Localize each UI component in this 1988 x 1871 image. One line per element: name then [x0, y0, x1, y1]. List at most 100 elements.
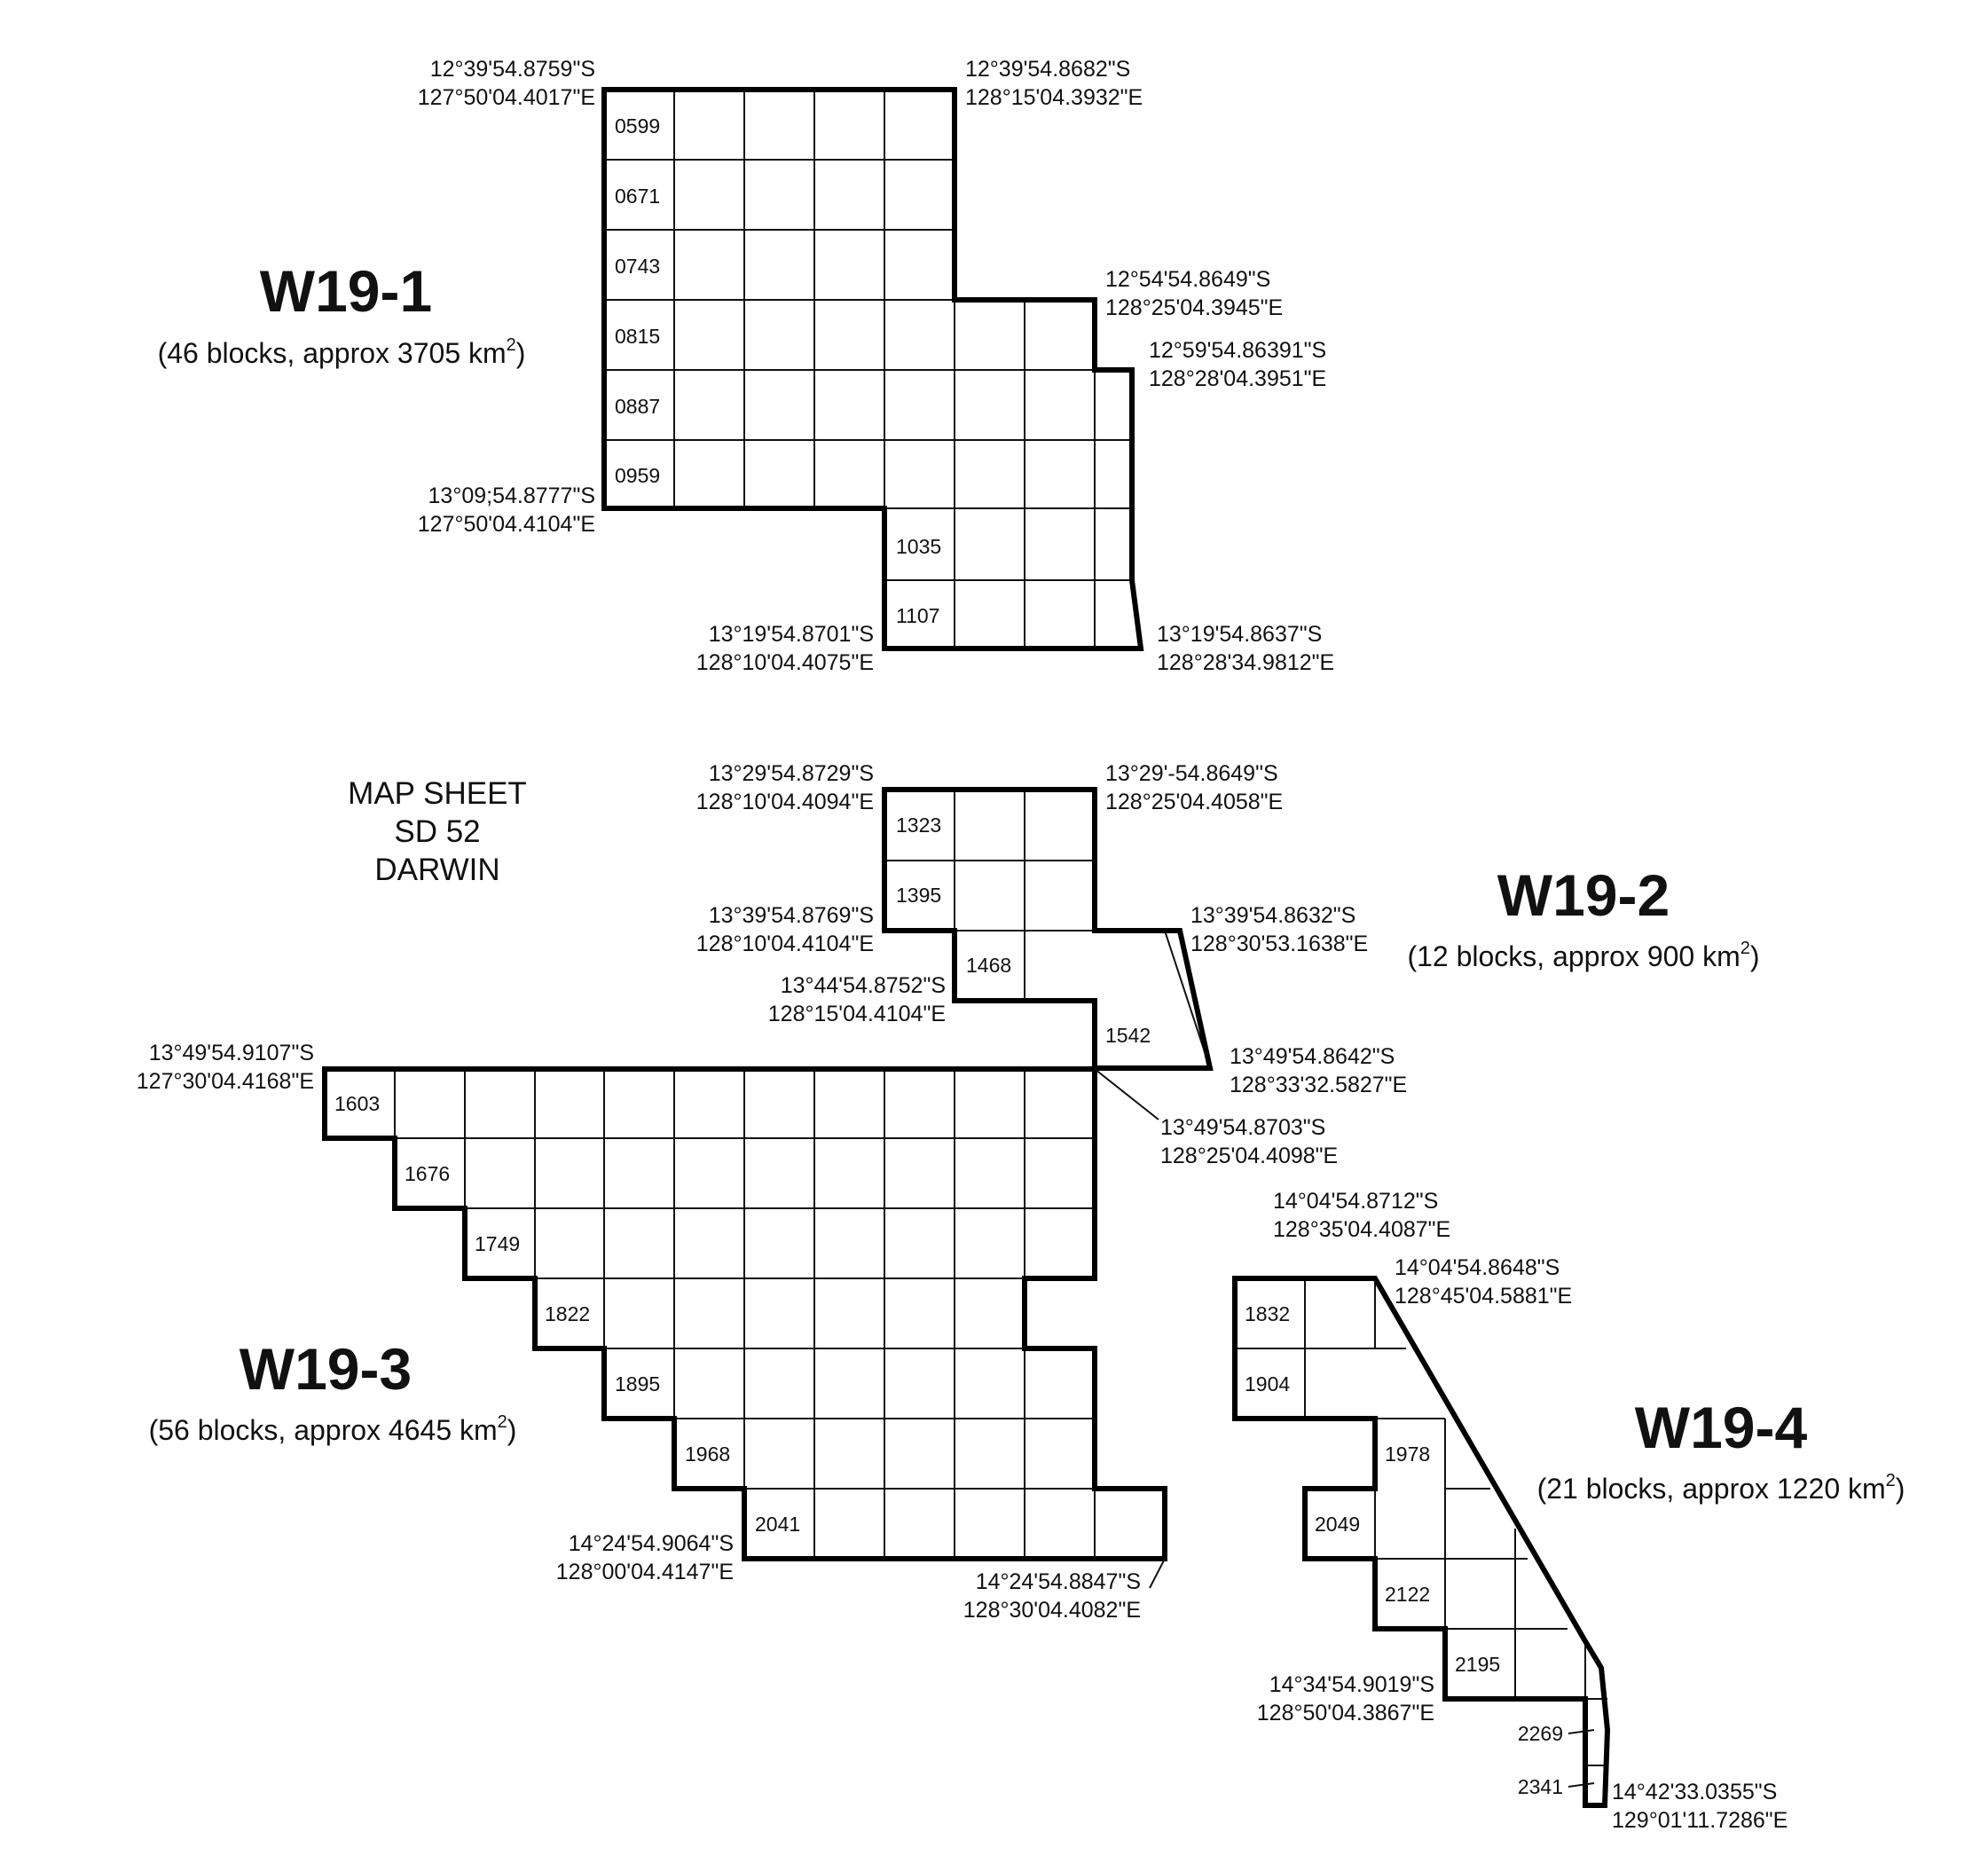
- corner-lon: 129°01'11.7286"E: [1612, 1808, 1788, 1833]
- area-summary-superscript: 2: [507, 335, 516, 355]
- block-label: 1323: [896, 814, 941, 837]
- block-label: 1904: [1245, 1372, 1290, 1395]
- corner-lon: 128°15'04.3932"E: [965, 85, 1143, 110]
- corner-lat: 13°49'54.9107"S: [149, 1041, 314, 1065]
- block-label: 2122: [1385, 1583, 1430, 1606]
- block-label: 1749: [475, 1232, 520, 1255]
- block-label: 1603: [334, 1092, 380, 1115]
- corner-lat: 14°04'54.8648"S: [1395, 1255, 1560, 1280]
- corner-lon: 127°50'04.4017"E: [418, 85, 595, 110]
- area-summary-text: (21 blocks, approx 1220 km: [1537, 1473, 1886, 1505]
- corner-lon: 128°10'04.4104"E: [696, 932, 874, 956]
- corner-lat: 12°39'54.8759"S: [430, 57, 595, 82]
- area-summary-superscript: 2: [1740, 939, 1750, 958]
- area-summary: (21 blocks, approx 1220 km2): [1537, 1471, 1905, 1505]
- map-sheet-line-1: MAP SHEET: [348, 776, 527, 811]
- corner-lat: 13°49'54.8703"S: [1160, 1115, 1325, 1140]
- area-summary: (12 blocks, approx 900 km2): [1407, 939, 1759, 972]
- leader-line: [1568, 1729, 1595, 1734]
- w19-3-coordinates: 13°49'54.9107"S 127°30'04.4168"E 13°49'5…: [137, 1041, 1338, 1623]
- w19-4-boundary: [1232, 1276, 1611, 1808]
- area-summary: (46 blocks, approx 3705 km2): [158, 335, 526, 369]
- corner-lon: 128°10'04.4075"E: [696, 650, 874, 675]
- corner-lat: 14°42'33.0355"S: [1612, 1780, 1777, 1804]
- corner-lat: 13°44'54.8752"S: [781, 973, 946, 998]
- corner-lon: 128°28'04.3951"E: [1149, 366, 1326, 391]
- corner-lat: 12°59'54.86391"S: [1149, 338, 1326, 363]
- w19-4-coordinates: 14°04'54.8712"S 128°35'04.4087"E 14°04'5…: [1257, 1189, 1788, 1833]
- corner-lat: 13°29'-54.8649"S: [1105, 761, 1278, 786]
- block-label: 2195: [1455, 1653, 1500, 1676]
- block-label: 1395: [896, 884, 941, 907]
- block-label: 0959: [615, 464, 660, 487]
- block-label: 2341: [1518, 1775, 1563, 1798]
- corner-lat: 13°39'54.8632"S: [1190, 903, 1355, 928]
- area-summary-close: ): [1896, 1473, 1905, 1505]
- area-summary-close: ): [516, 337, 526, 369]
- corner-lat: 14°34'54.9019"S: [1269, 1672, 1434, 1697]
- block-label: 0887: [615, 395, 660, 418]
- block-label: 1895: [615, 1372, 660, 1395]
- area-title: W19-3: [240, 1336, 412, 1402]
- corner-lon: 128°45'04.5881"E: [1395, 1284, 1572, 1309]
- block-label: 2049: [1315, 1513, 1360, 1536]
- w19-4-block-labels: 1832 1904 1978 2049 2122 2195 2269 2341: [1245, 1302, 1563, 1798]
- corner-lat: 14°04'54.8712"S: [1273, 1189, 1438, 1214]
- corner-lat: 13°49'54.8642"S: [1230, 1044, 1395, 1069]
- corner-lat: 14°24'54.9064"S: [569, 1531, 734, 1556]
- block-label: 1676: [405, 1162, 450, 1185]
- corner-lat: 13°19'54.8701"S: [709, 622, 874, 647]
- block-label: 1468: [966, 954, 1011, 977]
- area-summary-superscript: 2: [1886, 1471, 1896, 1490]
- corner-lat: 13°19'54.8637"S: [1157, 622, 1322, 647]
- leader-line: [1149, 1558, 1166, 1589]
- corner-lat: 13°29'54.8729"S: [709, 761, 874, 786]
- area-summary: (56 blocks, approx 4645 km2): [149, 1412, 517, 1446]
- block-label: 1968: [685, 1443, 730, 1466]
- corner-lat: 13°09;54.8777"S: [428, 483, 595, 508]
- area-w19-3: 1603 1676 1749 1822 1895 1968 2041 13°49…: [137, 1041, 1338, 1623]
- corner-lon: 128°25'04.4098"E: [1160, 1144, 1338, 1168]
- w19-1-block-labels: 0599 0671 0743 0815 0887 0959 1035 1107: [615, 114, 941, 627]
- w19-2-coordinates: 13°29'54.8729"S 128°10'04.4094"E 13°29'-…: [696, 761, 1407, 1097]
- area-summary-superscript: 2: [498, 1412, 507, 1432]
- corner-lon: 128°28'34.9812"E: [1157, 650, 1334, 675]
- area-w19-2: 1323 1395 1468 1542 13°29'54.8729"S 128°…: [696, 761, 1760, 1097]
- block-label: 2269: [1518, 1722, 1563, 1745]
- leader-line: [1568, 1782, 1595, 1788]
- block-label: 2041: [755, 1513, 800, 1536]
- block-label: 1978: [1385, 1443, 1430, 1466]
- corner-lon: 128°25'04.4058"E: [1105, 790, 1283, 814]
- corner-lon: 128°33'32.5827"E: [1230, 1073, 1407, 1097]
- w19-3-grid: [325, 1069, 1096, 1559]
- area-w19-4: 1832 1904 1978 2049 2122 2195 2269 2341 …: [1232, 1189, 1905, 1833]
- corner-lon: 128°15'04.4104"E: [768, 1002, 946, 1026]
- corner-lat: 13°39'54.8769"S: [709, 903, 874, 928]
- area-title: W19-2: [1497, 862, 1670, 928]
- corner-lat: 12°39'54.8682"S: [965, 57, 1130, 82]
- area-title: W19-1: [260, 258, 432, 324]
- map-sheet-label: MAP SHEET SD 52 DARWIN: [348, 776, 527, 887]
- block-label: 0743: [615, 255, 660, 278]
- block-label: 0599: [615, 114, 660, 138]
- corner-lon: 127°30'04.4168"E: [137, 1069, 314, 1094]
- corner-lon: 128°35'04.4087"E: [1273, 1217, 1450, 1242]
- area-summary-text: (46 blocks, approx 3705 km: [158, 337, 507, 369]
- leader-line: [1094, 1068, 1159, 1120]
- block-label: 1107: [896, 604, 939, 627]
- corner-lat: 14°24'54.8847"S: [976, 1569, 1141, 1594]
- area-summary-close: ): [507, 1414, 517, 1446]
- area-summary-close: ): [1750, 940, 1760, 972]
- block-label: 0815: [615, 325, 660, 348]
- w19-3-block-labels: 1603 1676 1749 1822 1895 1968 2041: [334, 1092, 800, 1536]
- area-w19-1: 0599 0671 0743 0815 0887 0959 1035 1107 …: [158, 57, 1335, 675]
- w19-1-boundary: [601, 87, 1144, 651]
- area-summary-text: (56 blocks, approx 4645 km: [149, 1414, 498, 1446]
- block-label: 0671: [615, 185, 660, 208]
- block-label: 1822: [545, 1302, 590, 1325]
- block-label: 1035: [896, 535, 941, 558]
- block-label: 1542: [1105, 1024, 1151, 1047]
- corner-lon: 128°25'04.3945"E: [1105, 295, 1283, 320]
- corner-lon: 128°30'53.1638"E: [1190, 932, 1368, 956]
